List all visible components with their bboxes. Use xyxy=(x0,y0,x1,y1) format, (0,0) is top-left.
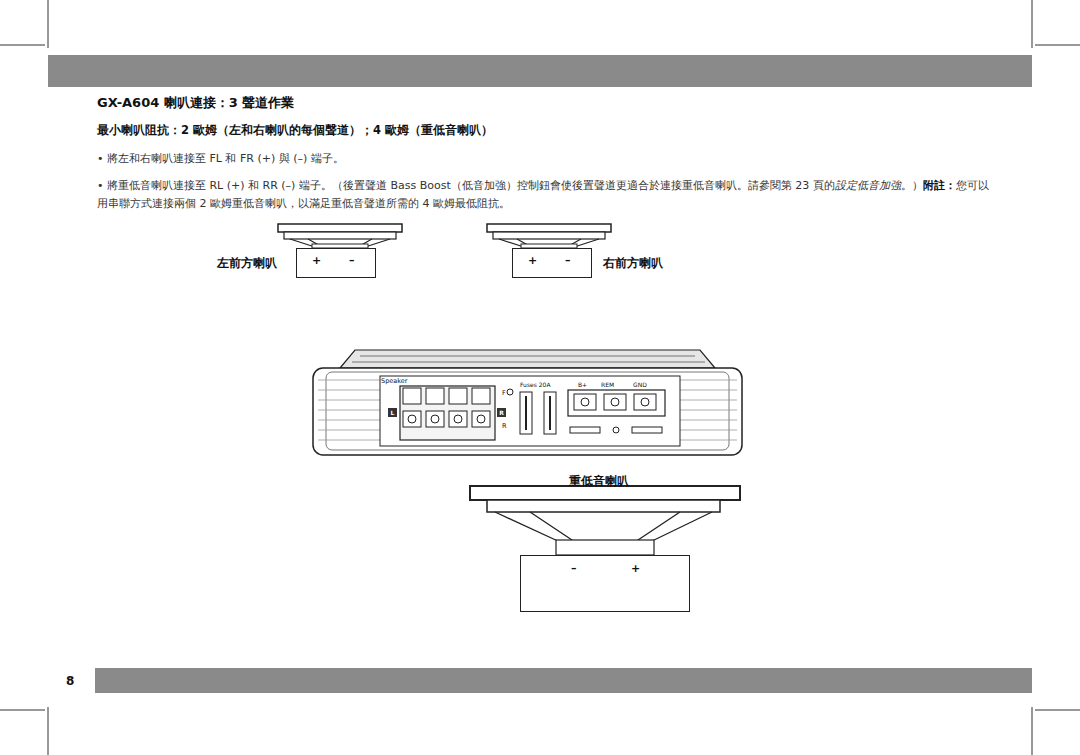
channel-badge: L xyxy=(388,408,397,417)
channel-label: F xyxy=(502,390,506,398)
subwoofer: 重低音喇叭–+ xyxy=(520,555,690,612)
terminal-sign: + xyxy=(631,562,640,575)
page-number: 8 xyxy=(66,674,74,688)
instruction-text: 。） xyxy=(901,179,923,192)
channel-badge: R xyxy=(497,408,506,417)
channel-label: R xyxy=(502,423,507,431)
speaker-label: 右前方喇叭 xyxy=(603,256,663,270)
front-speaker: 左前方喇叭+– xyxy=(296,248,376,278)
instruction-bullet: • 將左和右喇叭連接至 FL 和 FR (+) 與 (–) 端子。 xyxy=(97,151,344,166)
terminal-sign: – xyxy=(565,254,571,267)
impedance-heading: 最小喇叭阻抗：2 歐姆（左和右喇叭的每個聲道）；4 歐姆（重低音喇叭） xyxy=(97,123,493,138)
instruction-text: • 將重低音喇叭連接至 RL (+) 和 RR (–) 端子。（後置聲道 Bas… xyxy=(97,179,835,192)
power-terminal-label: B+ xyxy=(578,381,587,388)
terminal-sign: + xyxy=(312,254,321,267)
speaker-label: 重低音喇叭 xyxy=(569,474,629,488)
note-label: 附註： xyxy=(923,179,956,192)
instruction-text: 設定低音加強 xyxy=(835,179,901,192)
page-title: GX-A604 喇叭連接：3 聲道作業 xyxy=(97,94,294,112)
power-terminal-label: REM xyxy=(601,381,614,388)
power-terminal-label: GND xyxy=(633,381,647,388)
amplifier: SpeakerL R F R Fuses 20A B+ REM GND xyxy=(313,350,742,455)
terminal-sign: + xyxy=(528,254,537,267)
fuse-label: Fuses 20A xyxy=(520,381,551,388)
instruction-bullet: • 將重低音喇叭連接至 RL (+) 和 RR (–) 端子。（後置聲道 Bas… xyxy=(97,177,997,213)
front-speaker: 右前方喇叭+– xyxy=(512,248,592,278)
terminal-sign: – xyxy=(349,254,355,267)
terminal-group-label: Speaker xyxy=(381,378,407,386)
terminal-sign: – xyxy=(571,562,577,575)
speaker-label: 左前方喇叭 xyxy=(217,256,277,270)
